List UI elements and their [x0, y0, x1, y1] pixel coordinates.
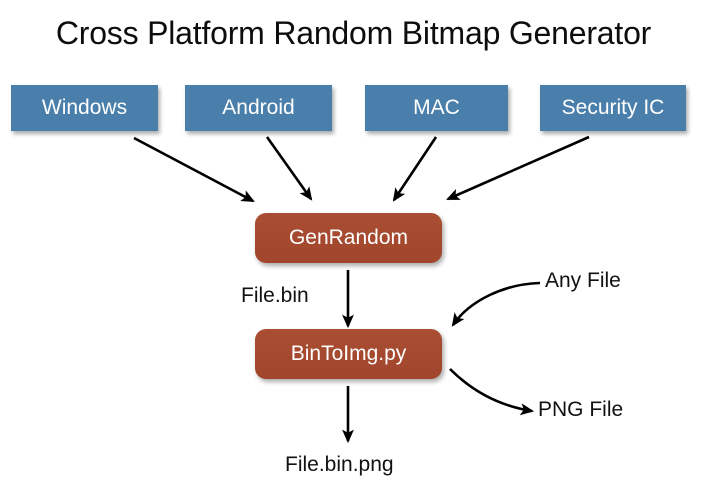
- edge-securityic-to-genrandom: [446, 135, 590, 201]
- node-genrandom[interactable]: GenRandom: [255, 213, 442, 263]
- node-mac-label: MAC: [413, 96, 460, 119]
- edge-windows-to-genrandom: [133, 136, 255, 203]
- node-security-ic[interactable]: Security IC: [540, 85, 686, 131]
- edge-label-file-bin-png: File.bin.png: [285, 453, 394, 476]
- node-bintoimg[interactable]: BinToImg.py: [255, 329, 442, 379]
- node-android[interactable]: Android: [185, 85, 332, 131]
- edge-android-to-genrandom: [265, 136, 313, 201]
- node-android-label: Android: [222, 96, 295, 119]
- edge-mac-to-genrandom: [392, 136, 438, 202]
- edge-anyfile-to-bintoimg: [451, 281, 541, 327]
- node-bintoimg-label: BinToImg.py: [290, 342, 407, 365]
- node-windows-label: Windows: [41, 96, 128, 119]
- page-title: Cross Platform Random Bitmap Generator: [55, 15, 652, 51]
- node-mac[interactable]: MAC: [365, 85, 508, 131]
- edge-bintoimg-to-pngfile: [449, 368, 535, 416]
- node-security-ic-label: Security IC: [561, 96, 665, 119]
- edge-label-png-file: PNG File: [538, 398, 624, 421]
- edge-label-file-bin: File.bin: [241, 284, 309, 307]
- node-genrandom-label: GenRandom: [288, 226, 409, 249]
- node-windows[interactable]: Windows: [11, 85, 158, 131]
- edge-label-any-file: Any File: [545, 269, 621, 292]
